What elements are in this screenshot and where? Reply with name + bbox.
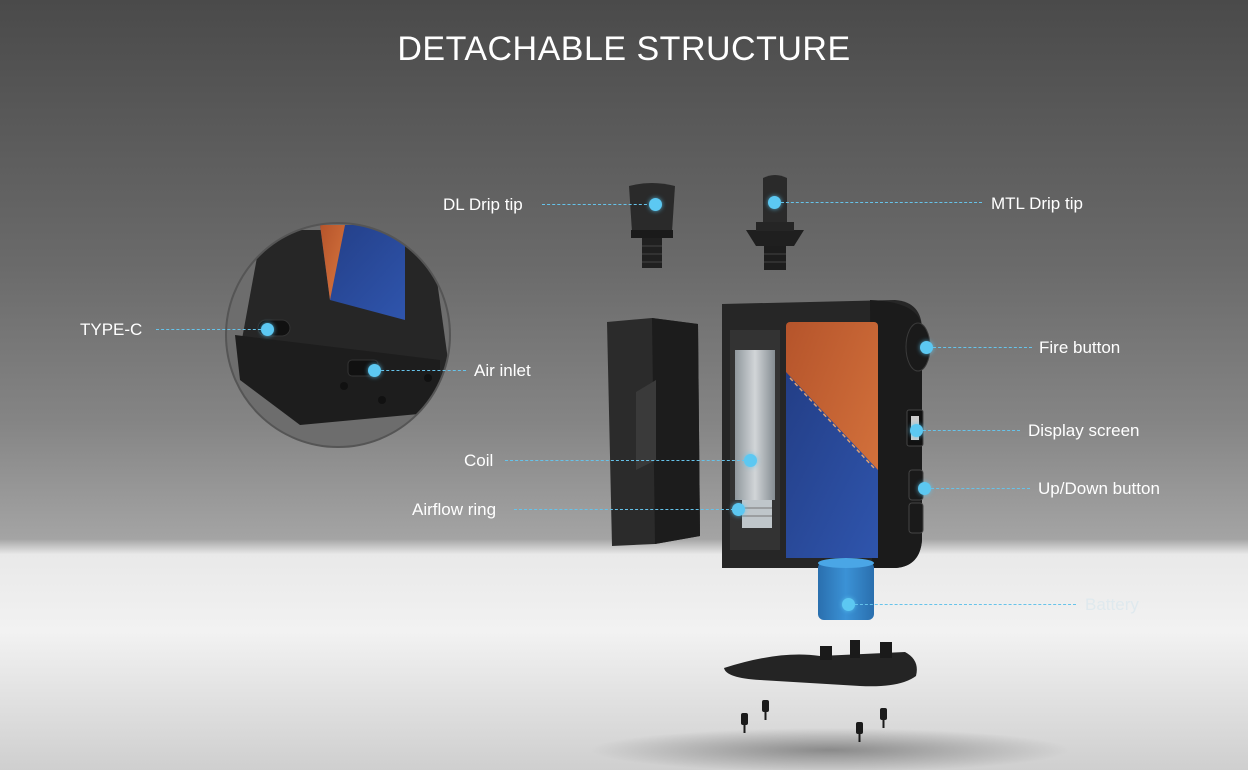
coil-label: Coil xyxy=(464,451,494,470)
bottom-plate xyxy=(724,640,917,687)
airflow-ring-leader xyxy=(514,509,739,510)
airflow-ring-label: Airflow ring xyxy=(412,500,497,519)
battery xyxy=(818,558,874,620)
dl-drip-tip-leader xyxy=(542,204,652,205)
up-down-button-dot xyxy=(918,482,931,495)
display-screen-leader xyxy=(918,430,1020,431)
type-c-label: TYPE-C xyxy=(80,320,143,339)
side-cover-panel xyxy=(607,318,700,546)
screws xyxy=(741,700,887,742)
mtl-drip-tip-label: MTL Drip tip xyxy=(991,194,1083,213)
airflow-ring-dot xyxy=(732,503,745,516)
up-down-button-label: Up/Down button xyxy=(1038,479,1160,498)
type-c-dot xyxy=(261,323,274,336)
mtl-drip-tip xyxy=(746,175,804,270)
dl-drip-tip xyxy=(629,183,675,268)
floor-shadow xyxy=(590,728,1070,770)
coil-dot xyxy=(744,454,757,467)
display-screen-label: Display screen xyxy=(1028,421,1140,440)
display-screen-dot xyxy=(910,424,923,437)
type-c-leader xyxy=(156,329,266,330)
dl-drip-tip-label: DL Drip tip xyxy=(443,195,523,214)
main-device-body xyxy=(722,300,931,568)
up-down-button-leader xyxy=(926,488,1030,489)
dl-drip-tip-dot xyxy=(649,198,662,211)
coil-leader xyxy=(505,460,750,461)
mtl-drip-tip-dot xyxy=(768,196,781,209)
page-title: DETACHABLE STRUCTURE xyxy=(397,30,851,68)
battery-label: Battery xyxy=(1085,595,1139,614)
battery-dot xyxy=(842,598,855,611)
battery-leader xyxy=(850,604,1076,605)
fire-button-leader xyxy=(928,347,1032,348)
fire-button-dot xyxy=(920,341,933,354)
fire-button-label: Fire button xyxy=(1039,338,1121,357)
mtl-drip-tip-leader xyxy=(776,202,982,203)
bottom-view-inset xyxy=(225,222,451,448)
air-inlet-label: Air inlet xyxy=(474,361,531,380)
air-inlet-leader xyxy=(376,370,466,371)
air-inlet-dot xyxy=(368,364,381,377)
